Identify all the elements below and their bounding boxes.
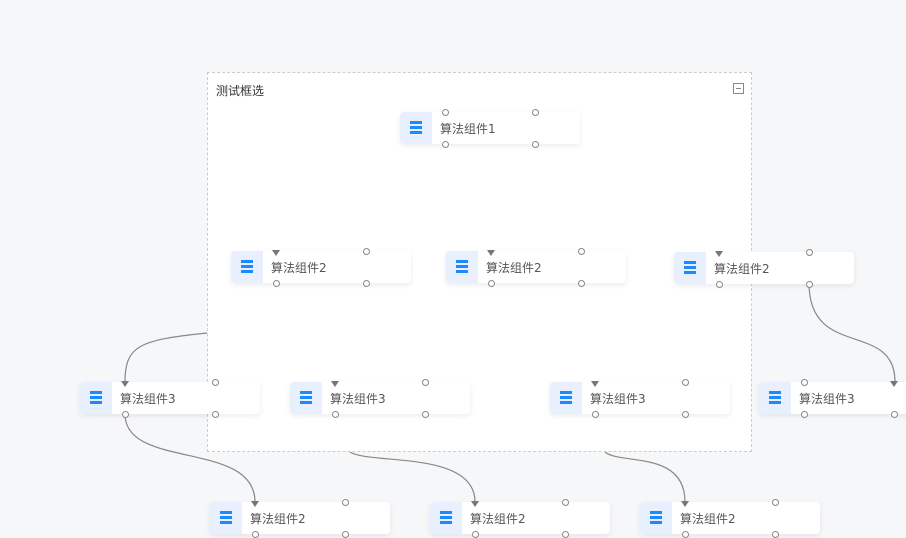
input-port[interactable] [561,498,569,506]
output-port[interactable] [531,140,539,148]
algorithm-node[interactable]: 算法组件2 [674,252,854,284]
output-port[interactable] [805,280,813,288]
output-port[interactable] [800,410,808,418]
input-port[interactable] [805,248,813,256]
input-arrow-icon[interactable] [251,501,259,507]
edge[interactable] [124,413,256,503]
server-icon [550,382,582,414]
output-port[interactable] [121,410,129,418]
input-arrow-icon[interactable] [681,501,689,507]
input-arrow-icon[interactable] [272,250,280,256]
input-port[interactable] [800,378,808,386]
output-port[interactable] [331,410,339,418]
server-icon [674,252,706,284]
server-icon [231,251,263,283]
node-label: 算法组件3 [590,392,646,406]
node-label: 算法组件3 [799,392,855,406]
input-arrow-icon[interactable] [471,501,479,507]
collapse-icon[interactable] [733,83,744,94]
edge[interactable] [124,332,208,383]
output-port[interactable] [681,530,689,538]
algorithm-node[interactable]: 算法组件3 [290,382,470,414]
node-label: 算法组件2 [250,512,306,526]
output-port[interactable] [441,140,449,148]
output-port[interactable] [715,280,723,288]
algorithm-node[interactable]: 算法组件2 [430,502,610,534]
algorithm-node[interactable]: 算法组件1 [400,112,580,144]
output-port[interactable] [561,530,569,538]
input-port[interactable] [681,378,689,386]
input-port[interactable] [211,378,219,386]
server-icon [290,382,322,414]
input-arrow-icon[interactable] [331,381,339,387]
algorithm-node[interactable]: 算法组件2 [231,251,411,283]
server-icon [210,502,242,534]
output-port[interactable] [890,410,898,418]
node-label: 算法组件2 [271,261,327,275]
output-port[interactable] [251,530,259,538]
server-icon [759,382,791,414]
output-port[interactable] [362,279,370,287]
algorithm-node[interactable]: 算法组件2 [446,251,626,283]
output-port[interactable] [471,530,479,538]
output-port[interactable] [771,530,779,538]
output-port[interactable] [211,410,219,418]
server-icon [640,502,672,534]
edge[interactable] [808,282,896,383]
output-port[interactable] [487,279,495,287]
output-port[interactable] [272,279,280,287]
output-port[interactable] [681,410,689,418]
input-port[interactable] [421,378,429,386]
node-label: 算法组件2 [714,262,770,276]
output-port[interactable] [421,410,429,418]
algorithm-node[interactable]: 算法组件2 [210,502,390,534]
server-icon [80,382,112,414]
group-title: 测试框选 [216,84,265,98]
node-label: 算法组件1 [440,122,496,136]
node-label: 算法组件3 [120,392,176,406]
server-icon [446,251,478,283]
input-arrow-icon[interactable] [890,381,898,387]
input-arrow-icon[interactable] [487,250,495,256]
node-label: 算法组件2 [680,512,736,526]
output-port[interactable] [591,410,599,418]
algorithm-node[interactable]: 算法组件2 [640,502,820,534]
input-arrow-icon[interactable] [121,381,129,387]
algorithm-node[interactable]: 算法组件3 [759,382,906,414]
edge[interactable] [604,451,686,503]
edge[interactable] [349,451,476,503]
output-port[interactable] [577,279,585,287]
input-port[interactable] [771,498,779,506]
input-port[interactable] [577,247,585,255]
node-label: 算法组件3 [330,392,386,406]
server-icon [430,502,462,534]
output-port[interactable] [341,530,349,538]
input-arrow-icon[interactable] [715,251,723,257]
node-label: 算法组件2 [486,261,542,275]
input-arrow-icon[interactable] [591,381,599,387]
server-icon [400,112,432,144]
input-port[interactable] [441,108,449,116]
algorithm-node[interactable]: 算法组件3 [80,382,260,414]
algorithm-node[interactable]: 算法组件3 [550,382,730,414]
input-port[interactable] [341,498,349,506]
input-port[interactable] [362,247,370,255]
node-label: 算法组件2 [470,512,526,526]
input-port[interactable] [531,108,539,116]
